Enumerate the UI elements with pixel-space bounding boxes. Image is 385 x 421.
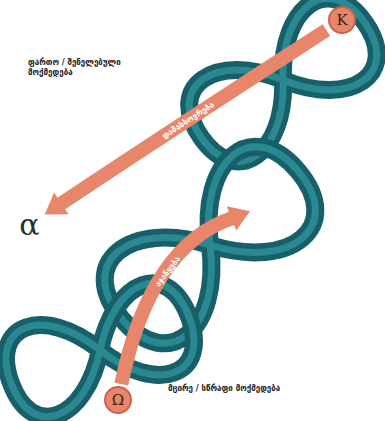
node-text: K <box>255 195 270 219</box>
phase-symbol: α <box>16 206 43 243</box>
cycle-phase-circle: K <box>328 6 356 34</box>
cycle-link-arrow <box>45 30 327 214</box>
node-text: α <box>19 207 39 242</box>
phase-symbol: K <box>252 194 273 220</box>
cycle-phase-circle: Ω <box>104 386 132 414</box>
cycle-link-arrow <box>121 206 250 384</box>
node-text: K <box>336 11 347 29</box>
small-cycle-ribbon <box>0 274 205 421</box>
node-text: Ω <box>112 391 124 409</box>
scale-note: მცირე / სწრაფი მოქმედება <box>168 384 288 394</box>
scale-note: ფართო / შენელებული მოქმედება <box>28 58 163 78</box>
